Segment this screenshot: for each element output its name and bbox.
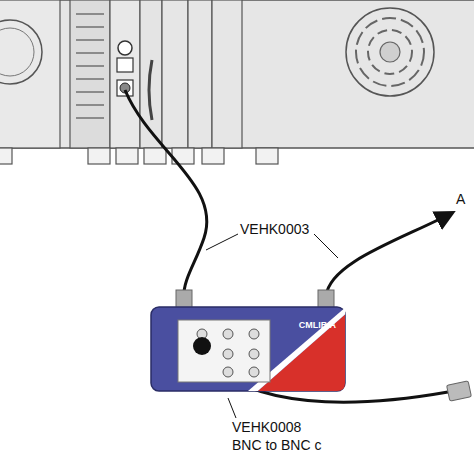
- cable-label: VEHK0008: [232, 420, 301, 435]
- device-box: CMLIB A: [150, 306, 346, 392]
- interface-module: [110, 0, 140, 148]
- leader-line: [228, 398, 236, 418]
- rack-housing: [0, 0, 474, 148]
- box-body: [150, 306, 346, 392]
- cable: [326, 213, 452, 296]
- cable-label: VEHK0003: [240, 222, 309, 237]
- connector: [318, 290, 334, 308]
- bnc-plug: [447, 381, 472, 401]
- device-name: CMLIB A: [299, 320, 336, 330]
- leader-line: [314, 234, 338, 258]
- connector: [176, 290, 192, 308]
- fan-grille: [346, 8, 434, 96]
- cable: [125, 90, 207, 296]
- cable-label: BNC to BNC c: [232, 438, 321, 453]
- leader-line: [206, 234, 238, 250]
- rack-module: [70, 0, 110, 148]
- cable-label: A: [456, 192, 465, 207]
